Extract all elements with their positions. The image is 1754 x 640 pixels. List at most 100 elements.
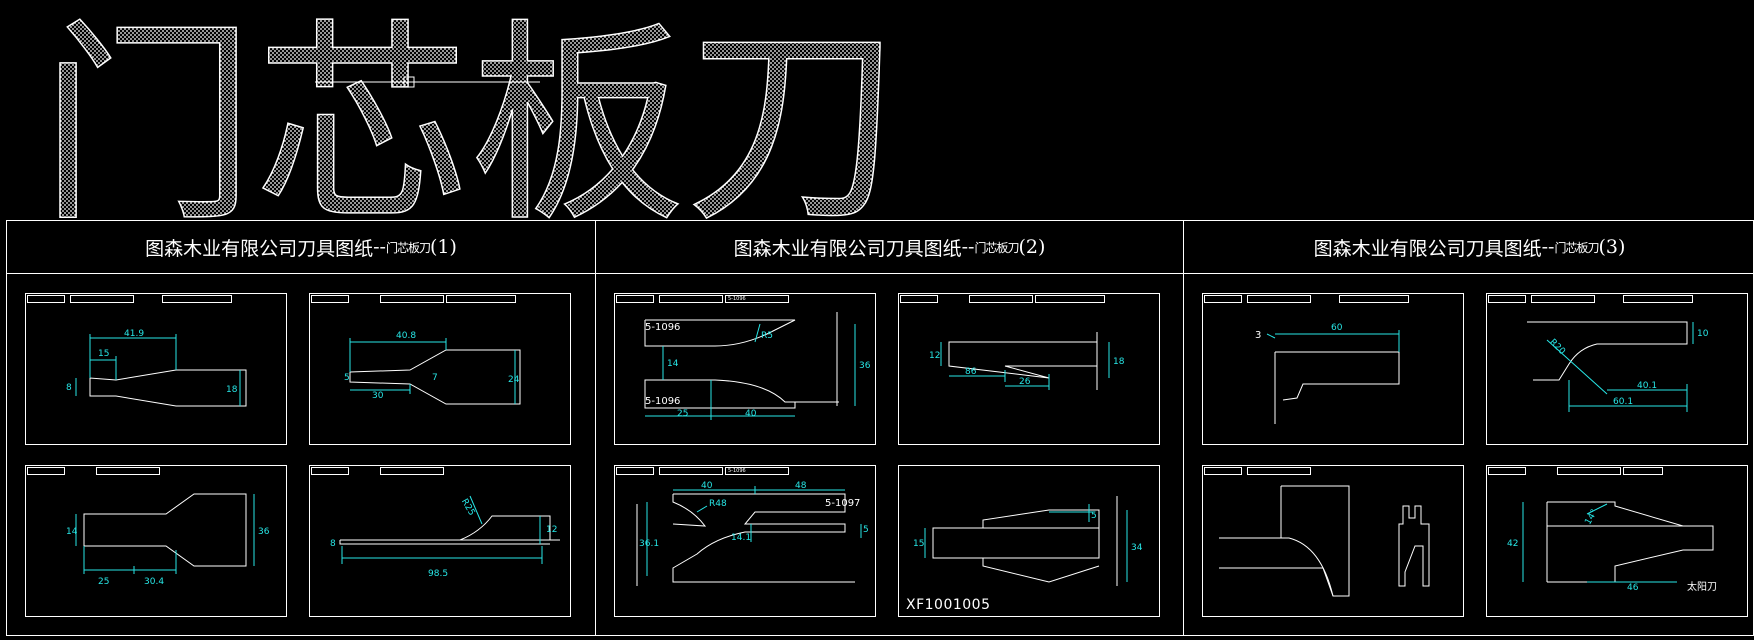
column-subtitle: 门芯板刀	[385, 240, 431, 255]
dim-label: 8	[66, 383, 72, 393]
dim-label: 36	[258, 527, 270, 537]
column-subtitle: 门芯板刀	[974, 240, 1019, 255]
banner-title-text: 门芯板刀	[40, 0, 900, 225]
dim-label: 14°	[1583, 508, 1600, 527]
dim-label: 太阳刀	[1687, 580, 1717, 593]
title-block-cell	[27, 467, 65, 475]
title-block-cell	[659, 467, 723, 475]
title-block-cell	[1204, 467, 1242, 475]
title-block-cell: 5-1096	[725, 467, 789, 475]
title-block-cell	[1247, 467, 1311, 475]
profile-drawing: 12 86 26 18	[929, 332, 1125, 390]
column-index: (2)	[1018, 236, 1046, 258]
dim-label: R5	[761, 331, 773, 341]
title-block-cell	[446, 295, 516, 303]
dim-label: 34	[1131, 543, 1143, 553]
profile-drawing: R20 10 40.1 60.1	[1527, 321, 1709, 412]
banner-title: 门芯板刀	[40, 0, 901, 225]
dim-label: 30	[372, 391, 384, 401]
column-title: 图森木业有限公司刀具图纸	[733, 237, 962, 260]
dim-label: R20	[1547, 337, 1567, 357]
dim-label: 5-1096	[645, 322, 680, 333]
drawing-panel-10[interactable]: R20 10 40.1 60.1	[1486, 293, 1748, 445]
column-2-header: 图森木业有限公司刀具图纸 -- 门芯板刀 (2)	[596, 221, 1183, 274]
column-3: 图森木业有限公司刀具图纸 -- 门芯板刀 (3) 60 3	[1183, 221, 1754, 635]
title-block-cell	[1488, 467, 1526, 475]
part-code-label: XF1001005	[906, 597, 991, 613]
dim-label: 10	[1697, 329, 1709, 339]
title-block-cell	[1488, 295, 1526, 303]
dim-label: 7	[432, 373, 438, 383]
dim-label: 15	[913, 539, 924, 549]
column-separator: --	[961, 236, 975, 258]
dim-label: R48	[709, 499, 727, 509]
dim-label: 18	[226, 385, 238, 395]
dim-label: 5	[344, 373, 350, 383]
dim-label: 48	[795, 481, 807, 491]
dim-label: 12	[929, 351, 940, 361]
profile-drawing	[1219, 485, 1430, 597]
profile-drawing: 60 3	[1255, 323, 1400, 424]
dim-label: 5	[863, 525, 869, 535]
dim-label: 60	[1331, 323, 1343, 333]
profile-drawing: 41.9 15 8 18	[66, 329, 247, 407]
title-block-cell	[969, 295, 1033, 303]
column-title: 图森木业有限公司刀具图纸	[1313, 237, 1542, 260]
title-block-cell	[27, 295, 65, 303]
title-block-cell	[380, 295, 444, 303]
profile-drawing: R25 8 12 98.5	[330, 495, 560, 579]
column-separator: --	[373, 236, 386, 258]
drawing-sheet: 图森木业有限公司刀具图纸 -- 门芯板刀 (1) 41.9 15 8	[6, 220, 1754, 636]
title-block-cell	[311, 467, 349, 475]
title-block-cell	[1623, 467, 1663, 475]
column-3-header: 图森木业有限公司刀具图纸 -- 门芯板刀 (3)	[1184, 221, 1754, 274]
drawing-panel-7[interactable]: 5-1096 40 48 5-1097 R48 36.1 14.1 5	[614, 465, 876, 617]
drawing-panel-5[interactable]: 5-1096 5-1096 5-1096 R5 14 25 40 36	[614, 293, 876, 445]
profile-drawing: 40 48 5-1097 R48 36.1 14.1 5	[636, 481, 869, 586]
dim-label: 14	[66, 527, 78, 537]
dim-label: 26	[1019, 377, 1031, 387]
dim-label: 40	[745, 409, 757, 419]
dim-label: 14	[667, 359, 679, 369]
title-block-cell	[1557, 467, 1621, 475]
dim-label: 60.1	[1613, 397, 1633, 407]
dim-label: 36	[859, 361, 871, 371]
drawing-panel-11[interactable]	[1202, 465, 1464, 617]
dim-label: 5	[1091, 511, 1097, 521]
title-block-cell	[1247, 295, 1311, 303]
title-block-cell	[1204, 295, 1242, 303]
drawing-panel-3[interactable]: 14 25 30.4 36	[25, 465, 287, 617]
dim-label: 5-1097	[825, 498, 860, 509]
drawing-panel-12[interactable]: 14° 42 46 太阳刀	[1486, 465, 1748, 617]
column-index: (1)	[429, 236, 457, 258]
profile-drawing: 5-1096 5-1096 R5 14 25 40 36	[644, 312, 871, 420]
drawing-panel-8[interactable]: 5 15 34	[898, 465, 1160, 617]
profile-drawing: 40.8 5 30 7 24	[344, 331, 521, 405]
drawing-panel-2[interactable]: 40.8 5 30 7 24	[309, 293, 571, 445]
drawing-panel-6[interactable]: 12 86 26 18	[898, 293, 1160, 445]
column-1-header: 图森木业有限公司刀具图纸 -- 门芯板刀 (1)	[7, 221, 595, 274]
column-subtitle: 门芯板刀	[1554, 240, 1599, 255]
title-block-cell	[659, 295, 723, 303]
column-separator: --	[1541, 236, 1555, 258]
dim-label: 3	[1255, 330, 1261, 341]
dim-label: 5-1096	[645, 396, 680, 407]
dim-label: 46	[1627, 583, 1639, 593]
dim-label: 25	[677, 409, 688, 419]
dim-label: 40.8	[396, 331, 416, 341]
profile-drawing: 5 15 34	[913, 496, 1143, 586]
title-block-cell	[380, 467, 444, 475]
title-block-cell	[1339, 295, 1409, 303]
dim-label: 24	[508, 375, 520, 385]
dim-label: 25	[98, 577, 109, 587]
dim-label: 42	[1507, 539, 1518, 549]
drawing-panel-9[interactable]: 60 3	[1202, 293, 1464, 445]
profile-drawing: 14 25 30.4 36	[66, 493, 270, 587]
dim-label: 86	[965, 367, 977, 377]
column-2: 图森木业有限公司刀具图纸 -- 门芯板刀 (2) 5-1096 5-1096 5…	[595, 221, 1183, 635]
drawing-panel-1[interactable]: 41.9 15 8 18	[25, 293, 287, 445]
drawing-panel-4[interactable]: R25 8 12 98.5	[309, 465, 571, 617]
dim-label: 14.1	[731, 533, 751, 543]
title-block-cell	[1531, 295, 1595, 303]
title-block-cell	[616, 467, 654, 475]
